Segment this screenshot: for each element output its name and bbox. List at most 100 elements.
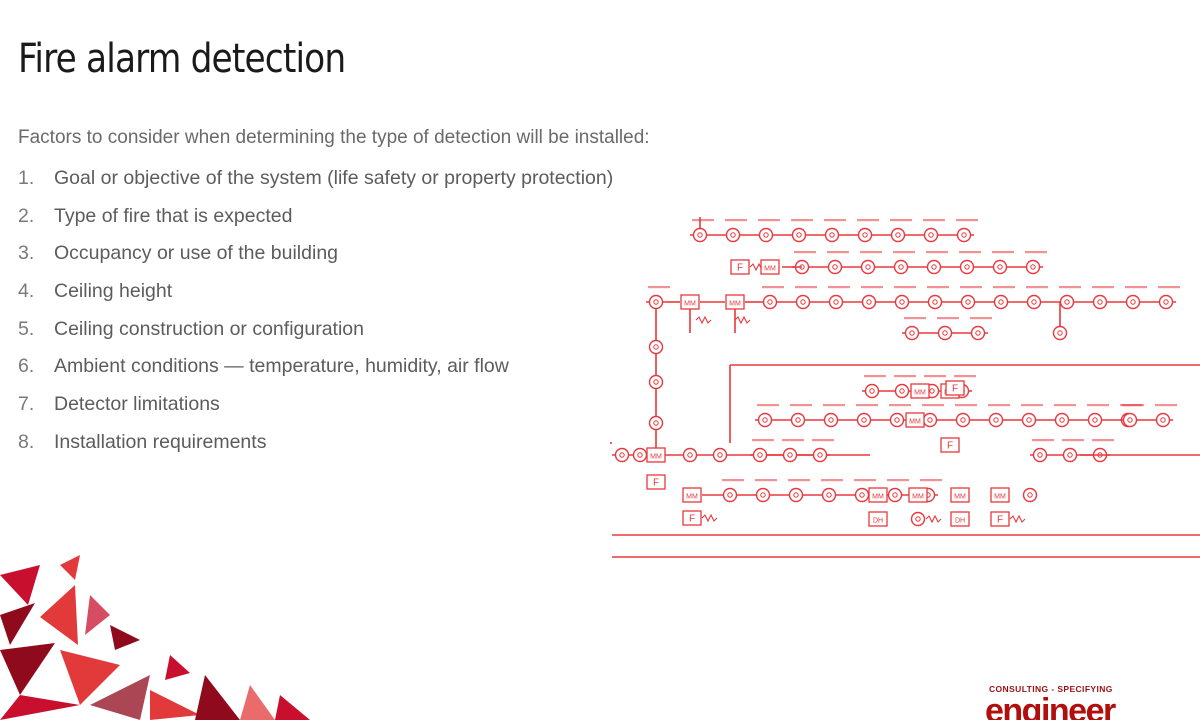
smoke-detector-icon (923, 227, 939, 243)
smoke-detector-icon (929, 388, 935, 394)
smoke-detector-icon (824, 227, 840, 243)
smoke-detector-icon (942, 330, 948, 336)
module-box-icon (945, 380, 965, 396)
decorative-triangle (165, 655, 190, 680)
device-tag (927, 286, 949, 289)
smoke-detector-icon (632, 447, 648, 463)
smoke-detector-icon (712, 447, 728, 463)
smoke-detector-icon (790, 412, 806, 428)
smoke-detector-icon (614, 447, 630, 463)
device-tag (752, 439, 774, 442)
smoke-detector-icon (910, 511, 926, 527)
smoke-detector-icon (727, 492, 733, 498)
device-tag (920, 479, 942, 482)
logo-tagline: CONSULTING - SPECIFYING (989, 684, 1113, 694)
device-tag (821, 479, 843, 482)
device-tag (1087, 404, 1109, 407)
device-tag (722, 479, 744, 482)
module-box-icon (730, 259, 750, 275)
device-tag (1125, 286, 1147, 289)
smoke-detector-icon (782, 447, 798, 463)
smoke-detector-icon (993, 417, 999, 423)
list-item-text: Installation requirements (54, 430, 267, 453)
module-label: MM (914, 390, 926, 397)
smoke-detector-icon (1127, 417, 1133, 423)
smoke-detector-icon (955, 412, 971, 428)
device-tag (788, 479, 810, 482)
smoke-detector-icon (828, 417, 834, 423)
device-tag (1032, 439, 1054, 442)
list-item-text: Ceiling construction or configuration (54, 317, 365, 340)
smoke-detector-icon (795, 417, 801, 423)
device-tag (757, 404, 779, 407)
smoke-detector-icon (812, 447, 828, 463)
logo-wordmark: engineer (985, 692, 1116, 720)
device-tag (755, 479, 777, 482)
module-label: MM (994, 494, 1006, 501)
module-box-icon (682, 510, 702, 526)
device-tag (992, 251, 1014, 254)
smoke-detector-icon (760, 492, 766, 498)
smoke-detector-icon (757, 412, 773, 428)
smoke-detector-icon (725, 227, 741, 243)
module-box-icon (868, 487, 888, 503)
smoke-detector-icon (998, 299, 1004, 305)
device-tag (1062, 439, 1084, 442)
module-label: MM (954, 494, 966, 501)
smoke-detector-icon (1054, 412, 1070, 428)
module-box-icon (646, 447, 666, 463)
module-label: F (689, 514, 695, 525)
smoke-detector-icon (854, 487, 870, 503)
device-tag (887, 479, 909, 482)
module-box-icon (646, 474, 666, 490)
device-tag (922, 404, 944, 407)
smoke-detector-icon (787, 452, 793, 458)
device-tag (860, 251, 882, 254)
smoke-detector-icon (1037, 452, 1043, 458)
smoke-detector-icon (927, 294, 943, 310)
smoke-detector-icon (926, 259, 942, 275)
list-item-text: Ceiling height (54, 280, 173, 303)
device-tag (762, 286, 784, 289)
module-label: MM (686, 494, 698, 501)
module-label: F (997, 515, 1003, 526)
device-tag (894, 375, 916, 378)
logo: CONSULTING - SPECIFYING engineer (985, 684, 1175, 720)
smoke-detector-icon (993, 294, 1009, 310)
module-label: F (653, 478, 659, 489)
device-tag (794, 251, 816, 254)
smoke-detector-icon (619, 452, 625, 458)
smoke-detector-icon (722, 487, 738, 503)
device-tag (956, 219, 978, 222)
smoke-detector-icon (887, 487, 903, 503)
smoke-detector-icon (1032, 447, 1048, 463)
decorative-triangle (90, 675, 150, 720)
smoke-detector-icon (869, 388, 875, 394)
device-tag (1026, 286, 1048, 289)
device-tag (812, 439, 834, 442)
device-tag (758, 219, 780, 222)
device-tag (790, 404, 812, 407)
device-tag (791, 219, 813, 222)
device-tag (864, 375, 886, 378)
list-item-text: Type of fire that is expected (54, 204, 293, 227)
list-item-number: 2. (18, 204, 35, 227)
smoke-detector-icon (959, 259, 975, 275)
smoke-detector-icon (817, 452, 823, 458)
smoke-detector-icon (653, 420, 659, 426)
list-item-text: Detector limitations (54, 393, 220, 416)
module-box-icon (910, 383, 930, 399)
smoke-detector-icon (1027, 492, 1033, 498)
smoke-detector-icon (894, 417, 900, 423)
smoke-detector-icon (857, 227, 873, 243)
smoke-detector-icon (899, 299, 905, 305)
module-label: MM (729, 301, 741, 308)
list-item: 6.Ambient conditions — temperature, humi… (18, 352, 613, 390)
smoke-detector-icon (904, 325, 920, 341)
list-item: 1.Goal or objective of the system (life … (18, 164, 613, 202)
smoke-detector-icon (697, 232, 703, 238)
module-label: MM (909, 419, 921, 426)
list-item: 2. Type of fire that is expected (18, 202, 613, 240)
smoke-detector-icon (717, 452, 723, 458)
